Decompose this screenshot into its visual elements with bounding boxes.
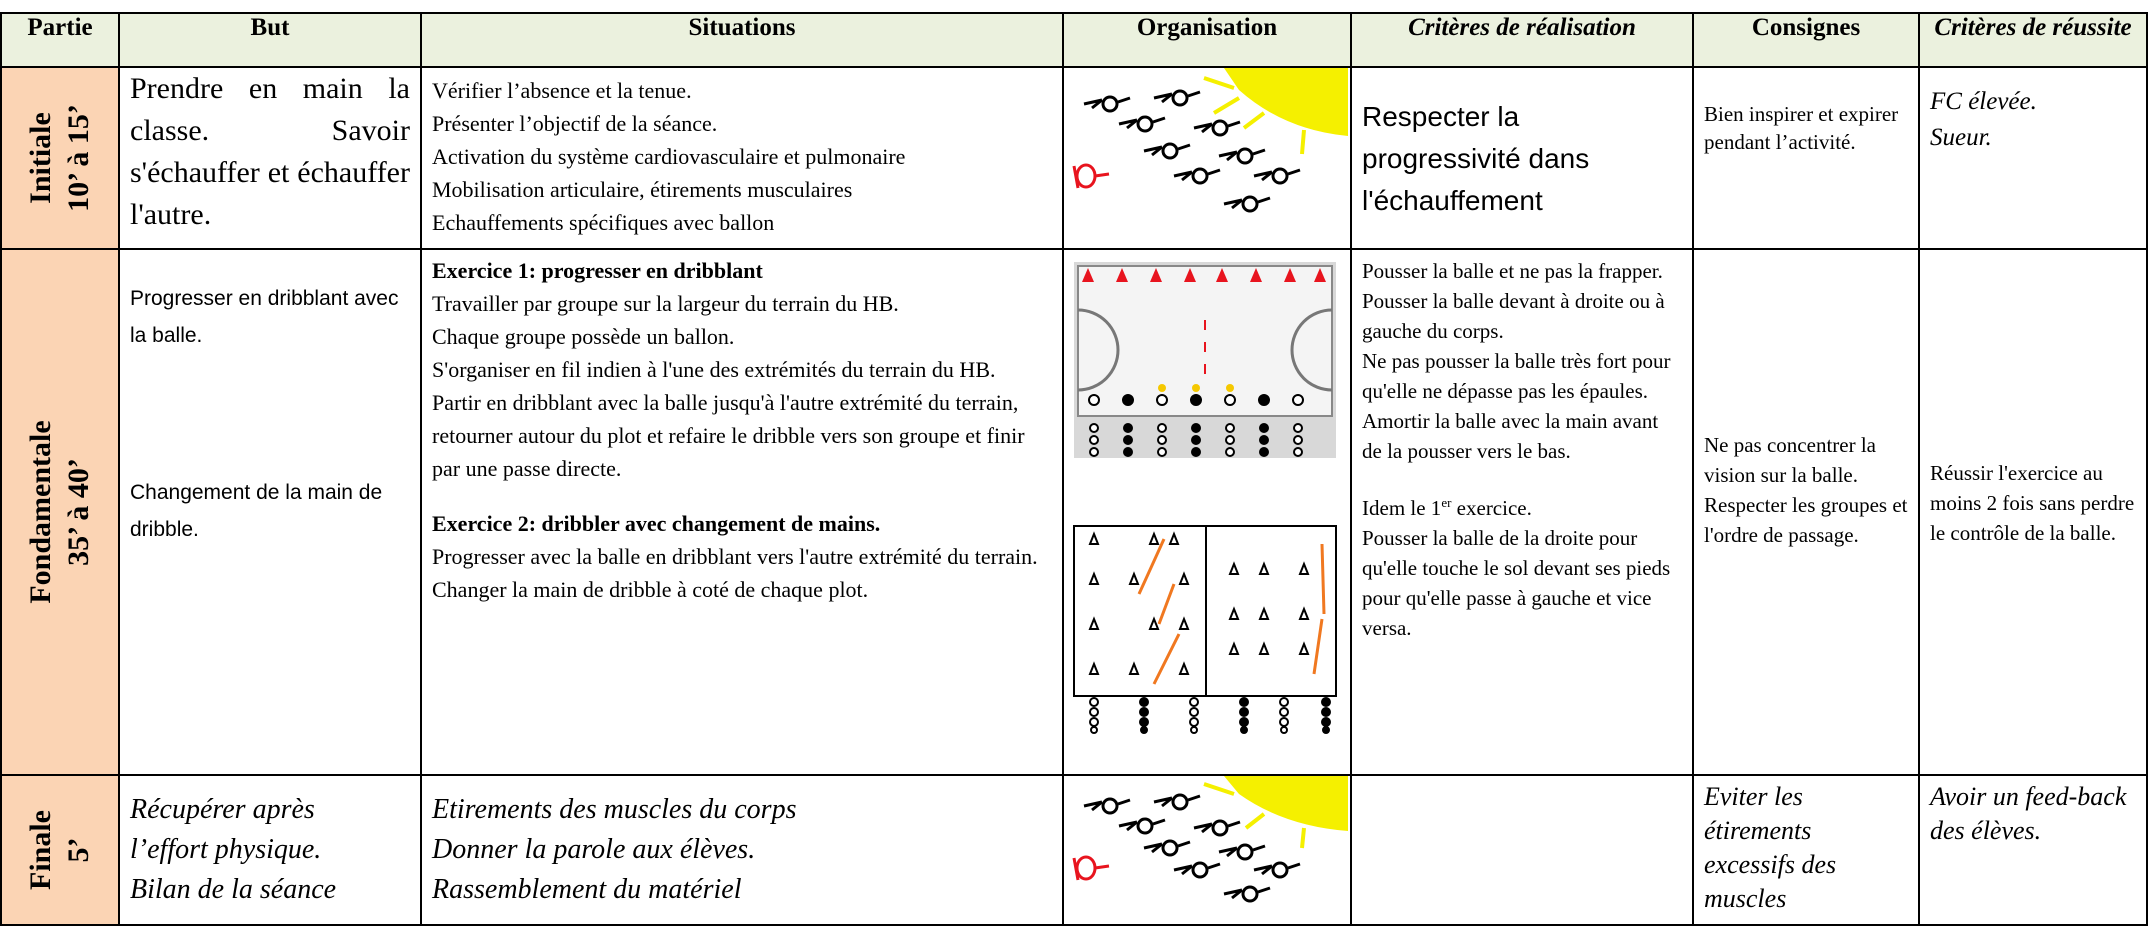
cone-icon xyxy=(1082,268,1326,282)
criteres-realisation-initiale: Respecter la progressivité dans l'échauf… xyxy=(1350,66,1694,250)
players-queue xyxy=(1089,423,1303,457)
players-queue xyxy=(1089,697,1331,734)
row-fondamentale: Fondamentale 35’ à 40’ Progresser en dri… xyxy=(0,248,2148,776)
consigne-line: Respecter les groupes et l'ordre de pass… xyxy=(1704,493,1908,547)
exercise-1-line: Travailler par groupe sur la largeur du … xyxy=(432,291,899,316)
teacher-icon xyxy=(1072,855,1110,881)
partie-finale-name: Finale xyxy=(24,810,57,890)
criteres-realisation-fondamentale: Pousser la balle et ne pas la frapper. P… xyxy=(1350,248,1694,776)
but-initiale: Prendre en main la classe. Savoir s'écha… xyxy=(118,66,422,250)
consigne-line: Ne pas concentrer la vision sur la balle… xyxy=(1704,433,1876,487)
but-fondamentale-1: Progresser en dribblant avec la balle. xyxy=(130,287,399,347)
criteres-reussite-finale-text: Avoir un feed-back des élèves. xyxy=(1930,782,2127,845)
realisation-line: Ne pas pousser la balle très fort pour q… xyxy=(1362,349,1671,403)
header-criteres-reussite: Critères de réussite xyxy=(1918,12,2148,68)
situation-finale-line: Rassemblement du matériel xyxy=(432,874,742,905)
lesson-plan-table: Partie But Situations Organisation Critè… xyxy=(0,12,2148,926)
consignes-initiale: Bien inspirer et expirer pendant l’activ… xyxy=(1692,66,1920,250)
criteres-realisation-initiale-text: Respecter la progressivité dans l'échauf… xyxy=(1362,101,1590,216)
sun-icon xyxy=(1203,777,1348,849)
reussite-line: FC élevée. xyxy=(1930,88,2037,115)
partie-fondamentale-name: Fondamentale xyxy=(24,420,57,604)
partie-finale: Finale 5’ xyxy=(0,774,120,926)
header-partie: Partie xyxy=(0,12,120,68)
exercise-1-line: Chaque groupe possède un ballon. xyxy=(432,324,735,349)
organisation-fondamentale xyxy=(1062,248,1352,776)
players-row xyxy=(1088,384,1304,406)
row-initiale: Initiale 10’ à 15’ Prendre en main la cl… xyxy=(0,66,2148,250)
partie-initiale-time: 10’ à 15’ xyxy=(62,104,95,212)
criteres-realisation-finale-text xyxy=(1353,777,1691,784)
dribble-path-arrows xyxy=(1137,538,1326,685)
header-but: But xyxy=(118,12,422,68)
realisation-line: Pousser la balle et ne pas la frapper. xyxy=(1362,259,1663,283)
criteres-reussite-initiale: FC élevée. Sueur. xyxy=(1918,66,2148,250)
reussite-line: Sueur. xyxy=(1930,124,1992,151)
warmup-group-diagram xyxy=(1072,69,1348,213)
partie-initiale: Initiale 10’ à 15’ xyxy=(0,66,120,250)
but-finale: Récupérer après l’effort physique. Bilan… xyxy=(118,774,422,926)
exercise-2-title: Exercice 2: dribbler avec changement de … xyxy=(432,511,881,536)
cone-icon xyxy=(1088,531,1310,675)
students-group xyxy=(1083,793,1301,903)
organisation-initiale xyxy=(1062,66,1352,250)
situation-line: Présenter l’objectif de la séance. xyxy=(432,111,718,136)
header-consignes: Consignes xyxy=(1692,12,1920,68)
partie-finale-time: 5’ xyxy=(62,837,95,863)
realisation-line-idem: Idem le 1er exercice. xyxy=(1362,495,1532,520)
organisation-finale xyxy=(1062,774,1352,926)
realisation-line: Pousser la balle de la droite pour qu'el… xyxy=(1362,526,1671,640)
criteres-realisation-finale xyxy=(1350,774,1694,926)
but-finale-line: l’effort physique. xyxy=(130,834,322,865)
situation-finale-line: Donner la parole aux élèves. xyxy=(432,834,756,865)
situation-line: Activation du système cardiovasculaire e… xyxy=(432,144,906,169)
exercise-1-line: S'organiser en fil indien à l'une des ex… xyxy=(432,357,996,382)
partie-fondamentale-time: 35’ à 40’ xyxy=(62,458,95,566)
situations-initiale: Vérifier l’absence et la tenue. Présente… xyxy=(420,66,1064,250)
situations-fondamentale: Exercice 1: progresser en dribblant Trav… xyxy=(420,248,1064,776)
partie-fondamentale: Fondamentale 35’ à 40’ xyxy=(0,248,120,776)
teacher-icon xyxy=(1072,163,1110,189)
situations-finale: Etirements des muscles du corps Donner l… xyxy=(420,774,1064,926)
consignes-initiale-text: Bien inspirer et expirer pendant l’activ… xyxy=(1704,102,1899,154)
realisation-line: Pousser la balle devant à droite ou à ga… xyxy=(1362,289,1665,343)
but-fondamentale: Progresser en dribblant avec la balle. C… xyxy=(118,248,422,776)
but-fondamentale-2: Changement de la main de dribble. xyxy=(130,481,383,541)
situation-line: Vérifier l’absence et la tenue. xyxy=(432,78,692,103)
consignes-finale-text: Eviter les étirements excessifs des musc… xyxy=(1704,782,1837,913)
criteres-reussite-finale: Avoir un feed-back des élèves. xyxy=(1918,774,2148,926)
criteres-reussite-fondamentale: Réussir l'exercice au moins 2 fois sans … xyxy=(1918,248,2148,776)
cooldown-group-diagram xyxy=(1072,777,1348,903)
partie-initiale-name: Initiale xyxy=(24,112,57,204)
but-initiale-text: Prendre en main la classe. Savoir s'écha… xyxy=(130,72,410,231)
criteres-reussite-fondamentale-text: Réussir l'exercice au moins 2 fois sans … xyxy=(1930,461,2135,545)
situation-line: Mobilisation articulaire, étirements mus… xyxy=(432,177,853,202)
but-finale-line: Bilan de la séance xyxy=(130,874,337,905)
header-situations: Situations xyxy=(420,12,1064,68)
exercise-1-court-diagram xyxy=(1074,262,1336,458)
row-finale: Finale 5’ Récupérer après l’effort physi… xyxy=(0,774,2148,926)
header-row: Partie But Situations Organisation Critè… xyxy=(0,12,2148,68)
realisation-line: Amortir la balle avec la main avant de l… xyxy=(1362,409,1659,463)
exercise-2-court-diagram xyxy=(1073,525,1337,734)
exercise-1-line: Partir en dribblant avec la balle jusqu'… xyxy=(432,390,1025,481)
consignes-finale: Eviter les étirements excessifs des musc… xyxy=(1692,774,1920,926)
exercise-2-line: Changer la main de dribble à coté de cha… xyxy=(432,577,869,602)
exercise-2-line: Progresser avec la balle en dribblant ve… xyxy=(432,544,1038,569)
sun-icon xyxy=(1203,69,1348,155)
header-organisation: Organisation xyxy=(1062,12,1352,68)
exercise-1-title: Exercice 1: progresser en dribblant xyxy=(432,258,763,283)
but-finale-line: Récupérer après xyxy=(130,794,315,825)
consignes-fondamentale: Ne pas concentrer la vision sur la balle… xyxy=(1692,248,1920,776)
situation-line: Echauffements spécifiques avec ballon xyxy=(432,210,775,235)
situation-finale-line: Etirements des muscles du corps xyxy=(432,794,797,825)
header-criteres-realisation: Critères de réalisation xyxy=(1350,12,1694,68)
students-group xyxy=(1083,89,1301,213)
